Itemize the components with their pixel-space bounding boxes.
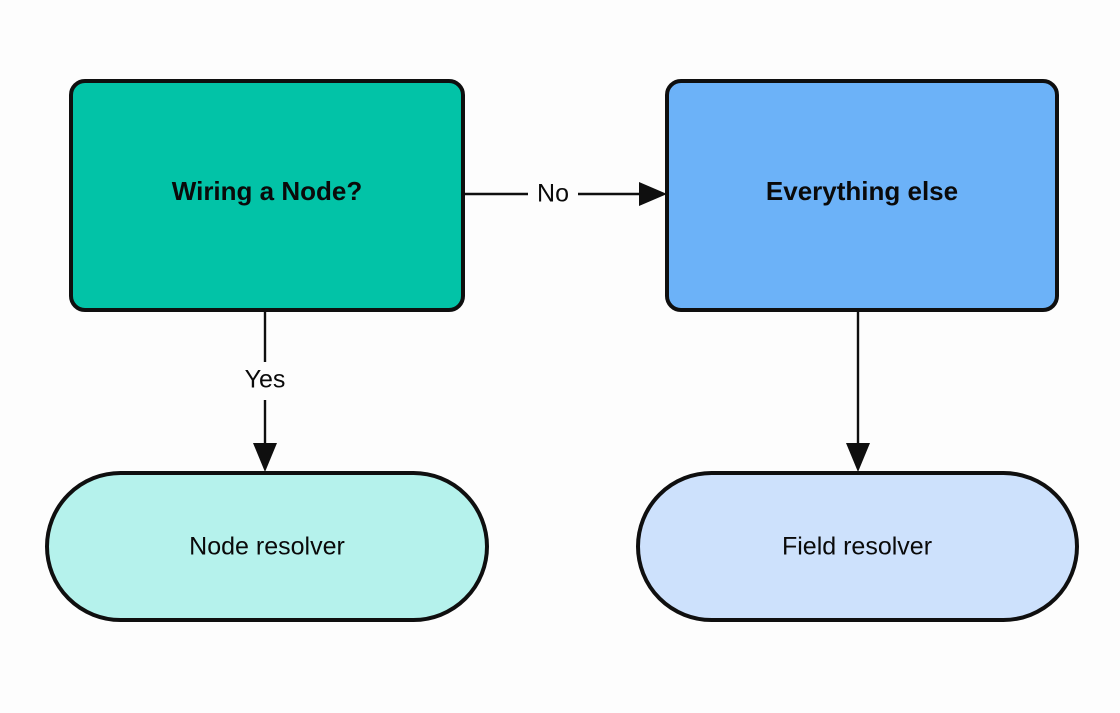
node-decision-wiring-node-shape[interactable]: [69, 79, 465, 312]
node-terminal-node-resolver[interactable]: Node resolver: [45, 471, 489, 622]
edge-everything-to-field: [846, 311, 870, 472]
edge-yes: Yes: [245, 311, 286, 472]
edge-no: No: [464, 180, 667, 208]
edge-everything-to-field-arrowhead: [846, 443, 870, 472]
node-terminal-node-resolver-shape[interactable]: [45, 471, 489, 622]
node-decision-wiring-node[interactable]: Wiring a Node?: [69, 79, 465, 312]
node-terminal-node-resolver-label: Node resolver: [189, 533, 345, 561]
node-decision-wiring-node-label: Wiring a Node?: [172, 176, 362, 206]
node-terminal-field-resolver-label: Field resolver: [782, 533, 932, 561]
node-decision-everything-else-label: Everything else: [766, 176, 958, 206]
node-decision-everything-else-shape[interactable]: [665, 79, 1059, 312]
node-decision-everything-else[interactable]: Everything else: [665, 79, 1059, 312]
node-terminal-field-resolver-shape[interactable]: [636, 471, 1079, 622]
edge-yes-label: Yes: [245, 366, 286, 394]
node-terminal-field-resolver[interactable]: Field resolver: [636, 471, 1079, 622]
edge-no-label: No: [537, 180, 569, 208]
edge-yes-arrowhead: [253, 443, 277, 472]
edge-no-arrowhead: [639, 182, 667, 206]
